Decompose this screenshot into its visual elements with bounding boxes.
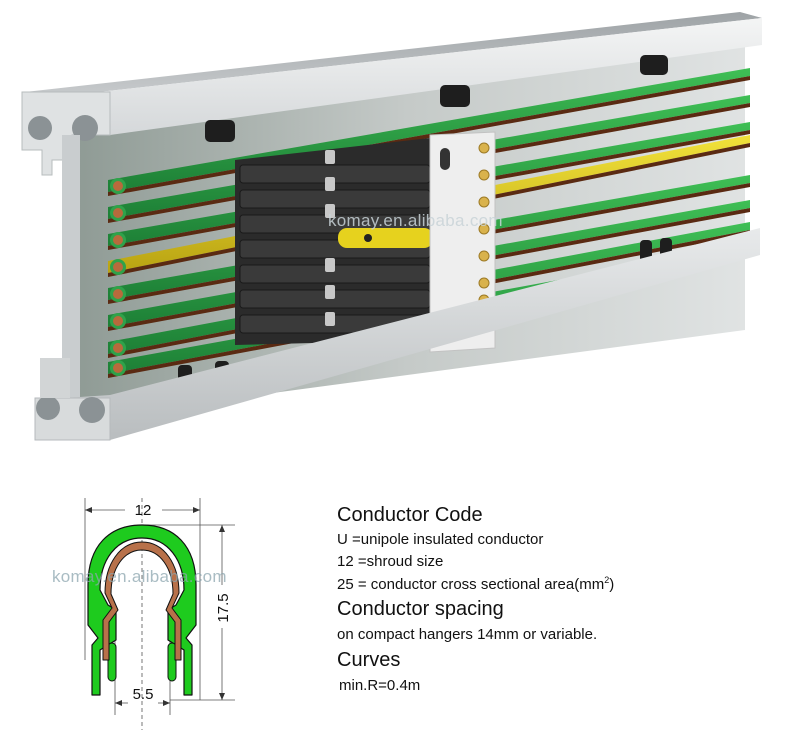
conductor-code-line-25-text: 25 = conductor cross sectional area(mm — [337, 576, 605, 593]
closing-paren: ) — [609, 576, 615, 593]
conductor-code-line-12: 12 =shroud size — [337, 553, 444, 570]
watermark-product: komay.en.alibaba.com — [328, 211, 503, 230]
conductor-profile-drawing: 12 17.5 5.5 — [40, 490, 300, 740]
curves-heading: Curves — [337, 649, 401, 671]
dimension-width-label: 12 — [135, 502, 152, 519]
dimension-opening-label: 5.5 — [133, 686, 154, 703]
conductor-spacing-text: on compact hangers 14mm or variable. — [337, 626, 598, 643]
watermark-drawing: komay.en.alibaba.com — [52, 567, 227, 586]
conductor-spacing-heading: Conductor spacing — [337, 598, 504, 620]
product-render-image — [21, 12, 762, 441]
curves-text: min.R=0.4m — [339, 677, 421, 694]
conductor-code-line-u: U =unipole insulated conductor — [337, 531, 544, 548]
conductor-code-line-25: 25 = conductor cross sectional area(mm2) — [337, 574, 737, 595]
collector-trolley — [235, 131, 496, 353]
superscript-2: 2 — [604, 575, 610, 585]
conductor-code-heading: Conductor Code — [337, 504, 483, 526]
dimension-height-label: 17.5 — [215, 593, 232, 622]
